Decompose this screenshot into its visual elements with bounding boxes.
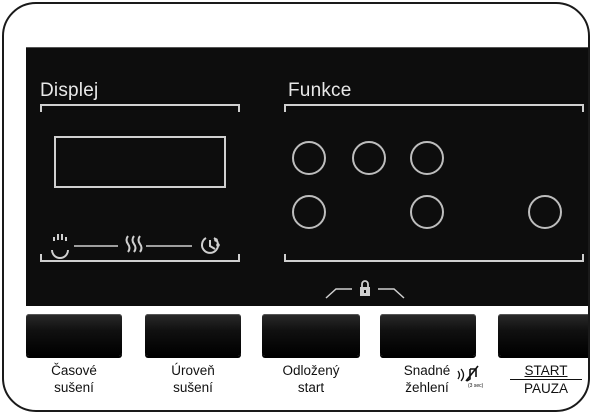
control-screen: Displej Funkce bbox=[26, 47, 588, 306]
sound-off-icon: (3 sec) bbox=[457, 365, 484, 389]
start-pause-button[interactable] bbox=[498, 314, 588, 356]
digital-display bbox=[54, 136, 226, 188]
control-panel: Displej Funkce bbox=[2, 2, 590, 412]
functions-bracket-top bbox=[284, 104, 584, 112]
easy-iron-button[interactable] bbox=[380, 314, 476, 356]
functions-title: Funkce bbox=[288, 80, 352, 101]
heat-icon bbox=[125, 235, 143, 253]
lock-icon bbox=[360, 280, 370, 296]
function-knob[interactable] bbox=[410, 141, 444, 175]
timer-icon bbox=[201, 237, 220, 254]
delay-start-button[interactable] bbox=[262, 314, 360, 356]
function-knob[interactable] bbox=[352, 141, 386, 175]
display-bracket-bottom bbox=[40, 254, 240, 262]
functions-bracket-bottom bbox=[284, 254, 584, 262]
function-knob[interactable] bbox=[292, 141, 326, 175]
display-bracket-top bbox=[40, 104, 240, 112]
child-lock-indicator bbox=[325, 280, 405, 299]
display-icons-row bbox=[51, 234, 220, 259]
function-knob[interactable] bbox=[292, 195, 326, 229]
dry-level-icon bbox=[51, 234, 69, 259]
display-title: Displej bbox=[40, 80, 99, 101]
start-pause-label: START PAUZA bbox=[496, 362, 588, 397]
function-knob[interactable] bbox=[528, 195, 562, 229]
dry-level-button[interactable] bbox=[145, 314, 241, 356]
function-knob[interactable] bbox=[410, 195, 444, 229]
hold-time-text: (3 sec) bbox=[468, 383, 484, 389]
time-dry-button[interactable] bbox=[26, 314, 122, 356]
